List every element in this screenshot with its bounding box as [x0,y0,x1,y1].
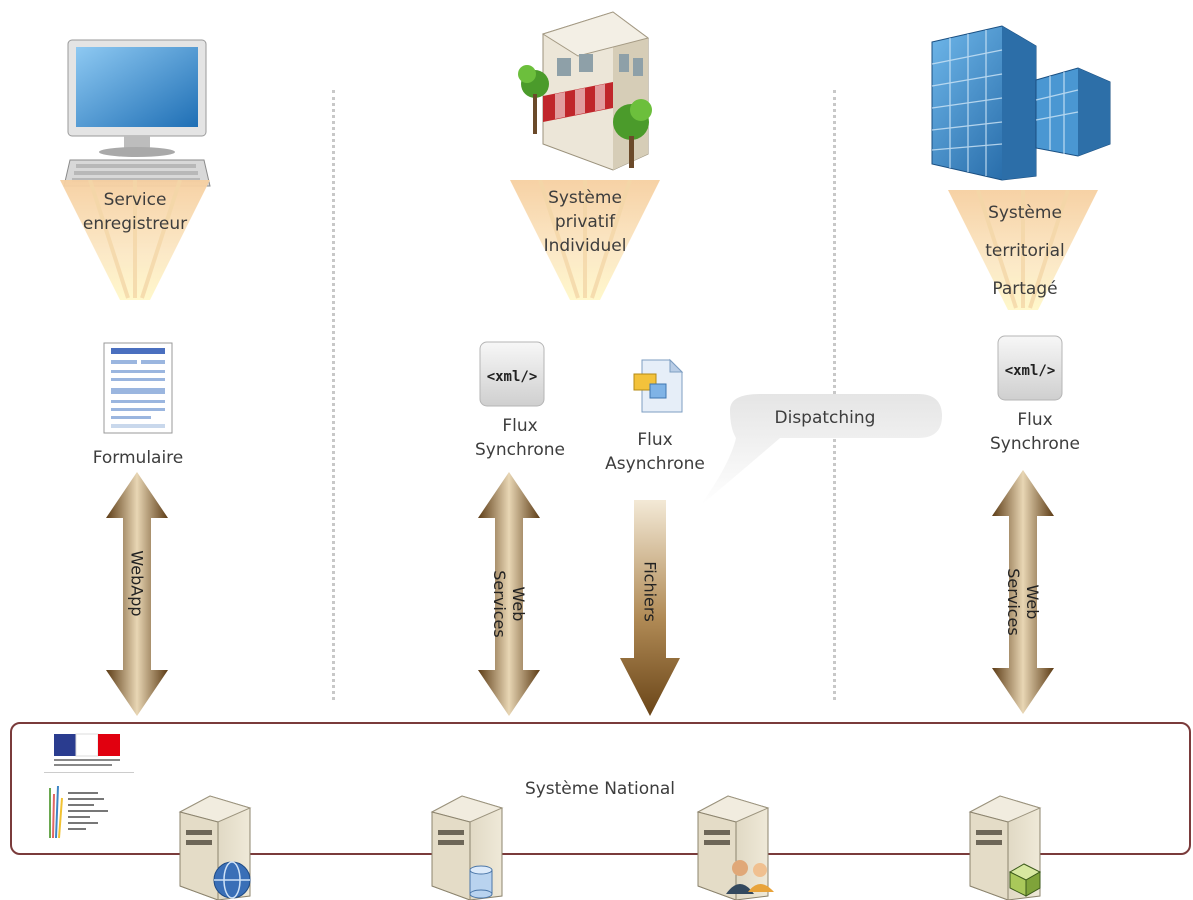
source-label: Système territorial Partagé [985,203,1065,299]
national-system-box [10,722,1191,855]
web-server-icon [170,790,270,900]
arrow-label: Web Services [1004,568,1042,636]
down-arrow [620,500,680,716]
source-fan [60,180,210,310]
form-document-icon [103,342,173,434]
doc-label: Flux Synchrone [990,410,1080,454]
file-icon [628,356,688,416]
ministry-logo [44,728,134,844]
doc2-label: Flux Asynchrone [605,430,705,474]
office-building-icon [928,24,1118,182]
double-arrow [106,472,168,716]
source-fan [948,190,1098,320]
double-arrow [992,470,1054,714]
doc-label: Formulaire [92,448,184,468]
package-server-icon [960,790,1060,900]
national-label: Système National [524,779,676,799]
xml-icon-text: <xml/> [487,369,538,385]
database-server-icon [422,790,522,900]
users-server-icon [688,790,788,900]
dispatching-callout [690,384,950,514]
double-arrow [478,472,540,716]
xml-icon-text: <xml/> [1005,363,1056,379]
callout-label: Dispatching [774,408,876,428]
column-divider [332,90,335,700]
arrow-label: Web Services [490,570,528,638]
arrow-label: WebApp [127,550,147,617]
source-label: Système privatif Individuel [543,188,627,256]
source-fan [510,180,660,310]
source-label: Service enregistreur [82,190,188,234]
doc-label: Flux Synchrone [475,416,565,460]
arrow2-label: Fichiers [640,561,660,622]
shop-building-icon [513,4,663,172]
xml-icon: <xml/> [478,340,546,408]
xml-icon: <xml/> [996,334,1064,402]
computer-icon [62,38,212,188]
